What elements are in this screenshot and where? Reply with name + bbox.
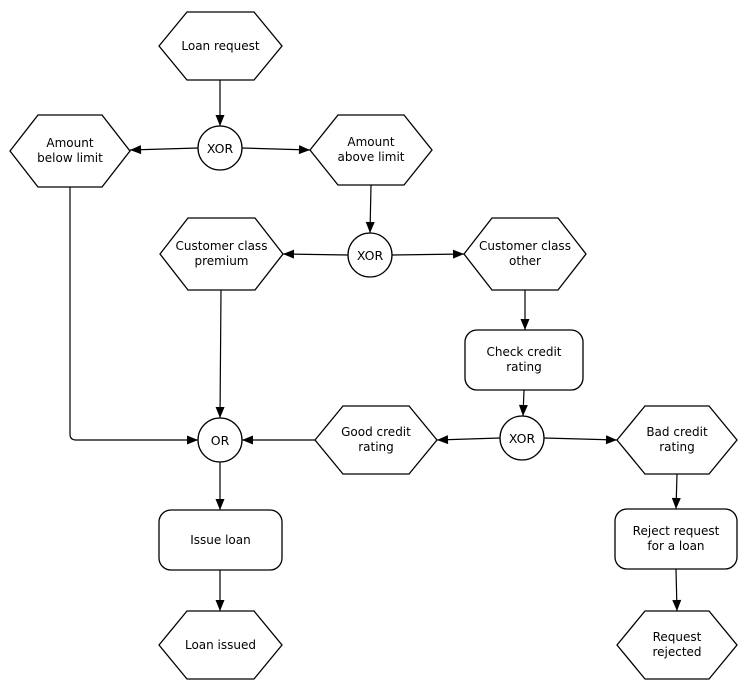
node-xor-1-shape xyxy=(197,125,243,171)
edge-xor3-goodcredit xyxy=(436,435,501,445)
node-good-credit-rating-shape xyxy=(314,405,438,475)
node-bad-credit-rating-shape xyxy=(616,405,738,475)
node-check-credit-rating-shape xyxy=(464,329,584,391)
node-request-rejected-shape xyxy=(616,610,738,680)
edge-xor1-amountbelow xyxy=(129,145,199,155)
edge-reject-rejected xyxy=(672,568,682,612)
edge-premium-or xyxy=(215,289,225,419)
node-loan-request-shape xyxy=(158,11,283,81)
node-customer-class-other-shape xyxy=(463,217,587,291)
edge-badcredit-reject xyxy=(671,473,681,510)
node-loan-issued-shape xyxy=(158,610,283,680)
edge-checkcredit-xor3 xyxy=(518,389,528,417)
edge-amountbelow-or xyxy=(69,187,198,445)
node-amount-above-limit-shape xyxy=(309,114,433,186)
node-customer-class-premium-shape xyxy=(159,217,284,291)
node-issue-loan-shape xyxy=(158,509,283,571)
edge-xor3-badcredit xyxy=(543,435,618,445)
node-xor-2-shape xyxy=(347,232,393,278)
node-amount-below-limit-shape xyxy=(9,114,131,188)
node-xor-3-shape xyxy=(499,415,545,461)
node-reject-request-shape xyxy=(614,508,738,570)
edge-xor1-amountabove xyxy=(241,145,311,155)
edge-xor2-premium xyxy=(282,249,349,259)
edge-amountabove-xor2 xyxy=(365,184,375,234)
edge-xor2-other xyxy=(391,249,465,259)
node-or-1-shape xyxy=(197,417,243,463)
